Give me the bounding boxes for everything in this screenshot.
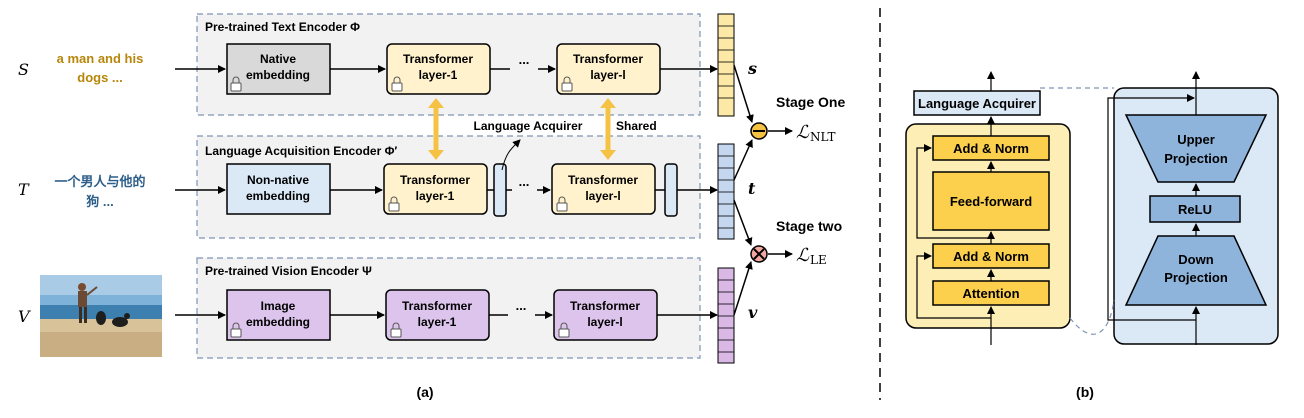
loss-nlt-symbol: ℒ [796, 122, 810, 143]
lang-layer1-label-1: Transformer [400, 173, 470, 187]
vision-encoder-title: Pre-trained Vision Encoder Ψ [205, 264, 372, 278]
input-symbol-t: T [18, 180, 30, 199]
caption-a: (a) [416, 384, 433, 400]
lang-transformer-layerl [551, 163, 656, 215]
nonnative-label-2: embedding [246, 189, 310, 203]
text-layer1-label-2: layer-1 [419, 68, 458, 82]
upper-projection-label-1: Upper [1177, 132, 1215, 147]
acquirer-pointer [501, 139, 521, 171]
text-output-vector [717, 13, 735, 117]
nonnative-label-1: Non-native [247, 173, 309, 187]
native-embedding-box [226, 43, 331, 95]
stage-two-label: Stage two [776, 218, 842, 234]
input-text-s-1: a man and his [57, 51, 144, 66]
attention-label: Attention [962, 286, 1019, 301]
add-norm-bottom-label: Add & Norm [953, 249, 1029, 264]
lang-encoder-group: Language Acquisition Encoder Φ′ Non-nati… [196, 135, 701, 239]
flow-arrows-a [175, 65, 718, 319]
nonnative-embedding-box [226, 163, 331, 215]
language-acquirer-label-a: Language Acquirer [474, 119, 583, 133]
vision-layerl-label-2: layer-l [587, 315, 622, 329]
add-norm-top-box [932, 135, 1050, 161]
vision-layerl-label-1: Transformer [570, 299, 640, 313]
add-norm-top-label: Add & Norm [953, 141, 1029, 156]
caption-b: (b) [1076, 384, 1094, 400]
input-text-t-1: 一个男人与他的 [54, 174, 145, 189]
vision-layer1-label-2: layer-1 [418, 315, 457, 329]
relu-box [1149, 195, 1241, 223]
output-s: s [747, 59, 757, 78]
text-layerl-label-1: Transformer [573, 52, 643, 66]
native-embedding-label-1: Native [260, 52, 296, 66]
text-layer1-label-1: Transformer [403, 52, 473, 66]
image-embedding-box [226, 289, 331, 341]
add-norm-bottom-box [932, 243, 1050, 269]
relu-label: ReLU [1178, 202, 1212, 217]
down-projection-label-2: Projection [1164, 270, 1228, 285]
lang-encoder-title: Language Acquisition Encoder Φ′ [205, 144, 397, 158]
text-ellipsis: ... [519, 52, 530, 67]
panel-b: Language Acquirer Add & Norm Feed-forwar… [905, 71, 1279, 345]
vision-output-vector [717, 267, 735, 364]
acquirer-slot-1 [493, 163, 507, 217]
beach-photo-image [40, 275, 162, 357]
upper-projection-label-2: Projection [1164, 151, 1228, 166]
output-t: t [748, 179, 756, 198]
lang-layerl-label-1: Transformer [568, 173, 638, 187]
image-embed-label-1: Image [261, 299, 296, 313]
native-embedding-label-2: embedding [246, 68, 310, 82]
text-encoder-title: Pre-trained Text Encoder Φ [205, 20, 360, 34]
input-symbol-s: S [18, 60, 29, 79]
stage-one-label: Stage One [776, 94, 845, 110]
loss-le-sub: LE [810, 253, 827, 267]
down-projection-label-1: Down [1178, 252, 1213, 267]
language-acquirer-box [913, 90, 1041, 116]
loss-le-symbol: ℒ [796, 245, 810, 266]
image-embed-label-2: embedding [246, 315, 310, 329]
attention-box [932, 280, 1050, 306]
lang-layer1-label-2: layer-1 [416, 189, 455, 203]
upper-projection-shape [1124, 114, 1268, 183]
input-text-s-2: dogs ... [77, 70, 123, 85]
lang-transformer-layer1 [383, 163, 488, 215]
text-encoder-group: Pre-trained Text Encoder Φ Native embedd… [196, 13, 701, 116]
minus-circle-icon [750, 122, 768, 140]
lang-layerl-label-2: layer-l [585, 189, 620, 203]
vision-encoder-group: Pre-trained Vision Encoder Ψ Image embed… [196, 257, 701, 359]
language-acquirer-label-b: Language Acquirer [918, 96, 1036, 111]
acquirer-slot-2 [664, 163, 678, 217]
loss-paths [733, 64, 793, 316]
shared-arrows [428, 98, 616, 160]
shared-label: Shared [616, 119, 657, 133]
loss-nlt-sub: NLT [810, 130, 836, 144]
text-layerl-label-2: layer-l [590, 68, 625, 82]
feed-forward-label: Feed-forward [950, 194, 1032, 209]
vision-layer1-label-1: Transformer [402, 299, 472, 313]
multiply-circle-icon [750, 245, 768, 263]
output-v: v [748, 303, 758, 322]
input-text-t-2: 狗 ... [86, 194, 113, 209]
lang-output-vector [717, 143, 735, 240]
down-projection-shape [1124, 235, 1268, 306]
input-symbol-v: V [18, 307, 31, 326]
vision-ellipsis: ... [516, 298, 527, 313]
lang-ellipsis: ... [519, 174, 530, 189]
